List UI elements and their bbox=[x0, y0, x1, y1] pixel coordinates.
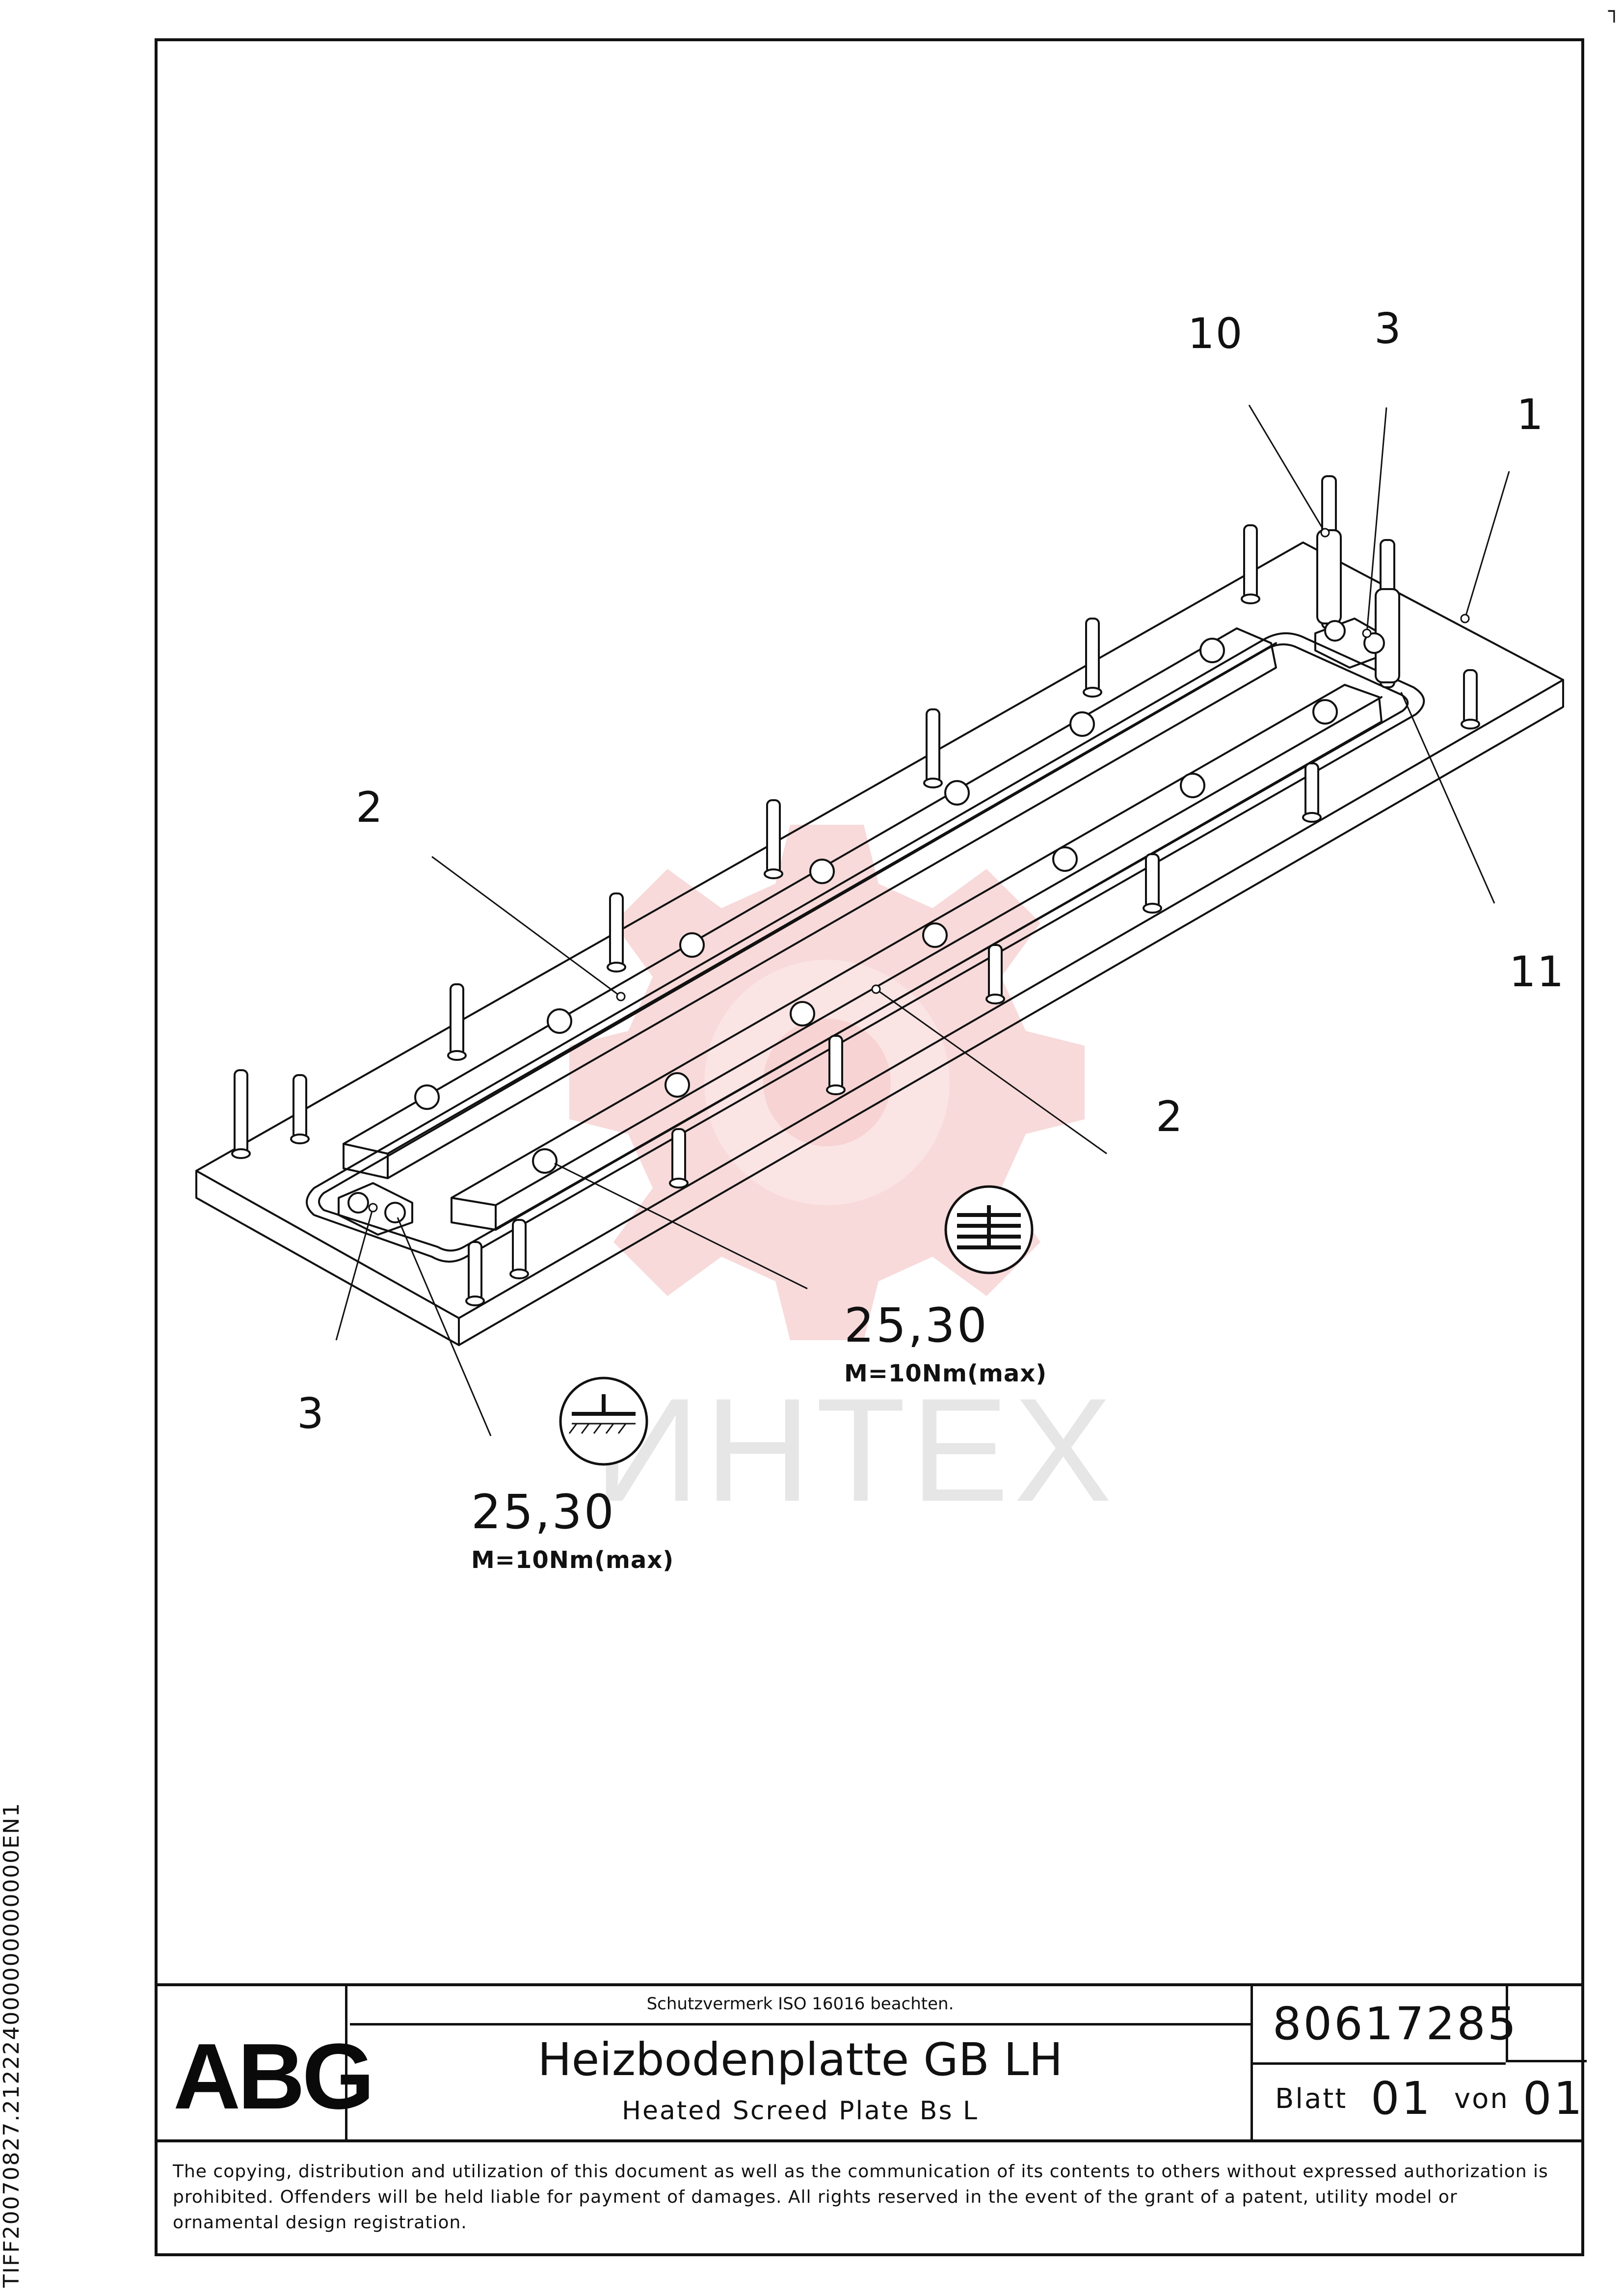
nut bbox=[809, 859, 835, 884]
nut bbox=[532, 1148, 558, 1174]
callout-1: 1 bbox=[1517, 390, 1544, 439]
heating-element bbox=[306, 632, 1425, 1263]
stud bbox=[1241, 524, 1260, 604]
callout-3-bottom: 3 bbox=[297, 1389, 325, 1438]
stud bbox=[923, 708, 943, 788]
nut bbox=[1324, 620, 1346, 642]
torque-symbol-lower bbox=[559, 1377, 648, 1466]
protection-notice: Schutzvermerk ISO 16016 beachten. bbox=[350, 1985, 1251, 2026]
rail-upper bbox=[343, 627, 1277, 1179]
nut bbox=[1180, 773, 1205, 798]
title-block-bottom-rule bbox=[155, 2139, 1584, 2142]
torque-parts-lower: 25,30 bbox=[471, 1485, 616, 1540]
nut bbox=[1052, 846, 1078, 872]
nut bbox=[547, 1008, 572, 1034]
terminal bbox=[1375, 539, 1400, 688]
callout-10: 10 bbox=[1188, 309, 1244, 358]
stud bbox=[985, 944, 1005, 1004]
drawing-title-de: Heizbodenplatte GB LH bbox=[537, 2033, 1063, 2086]
terminal bbox=[1316, 475, 1342, 629]
stud bbox=[826, 1035, 846, 1095]
part-number: 80617285 bbox=[1273, 1998, 1518, 2050]
corner-mark: ┐ bbox=[1608, 0, 1620, 23]
torque-value-upper: M=10Nm(max) bbox=[844, 1360, 1047, 1387]
watermark-text: ИНТЕХ bbox=[594, 1367, 1117, 1532]
rail-lower bbox=[451, 684, 1383, 1231]
sheet-label: Blatt bbox=[1275, 2083, 1348, 2115]
nut bbox=[1312, 699, 1338, 725]
company-logo: ABG bbox=[173, 2025, 374, 2129]
callout-2-right: 2 bbox=[1156, 1092, 1184, 1141]
nut bbox=[922, 922, 948, 948]
nut bbox=[1199, 638, 1225, 663]
stud bbox=[290, 1074, 310, 1144]
stud bbox=[607, 892, 626, 972]
callout-3-top: 3 bbox=[1374, 304, 1402, 353]
copyright-notice: The copying, distribution and utilizatio… bbox=[173, 2161, 1548, 2233]
callout-2-left: 2 bbox=[356, 783, 384, 832]
stud bbox=[1461, 669, 1480, 729]
stud bbox=[465, 1241, 485, 1306]
callout-11: 11 bbox=[1509, 947, 1565, 997]
nut bbox=[679, 932, 705, 958]
nut bbox=[384, 1202, 406, 1223]
sheet-value: 01 bbox=[1371, 2072, 1433, 2125]
torque-parts-upper: 25,30 bbox=[844, 1298, 989, 1353]
of-label: von bbox=[1454, 2083, 1509, 2115]
stud bbox=[1302, 762, 1322, 823]
nut bbox=[347, 1192, 369, 1214]
base-plate bbox=[195, 541, 1564, 1319]
nut bbox=[665, 1072, 690, 1098]
stud bbox=[1143, 853, 1162, 914]
revision-box bbox=[1506, 1985, 1587, 2062]
title-block-top-rule bbox=[155, 1983, 1584, 1986]
stud bbox=[509, 1219, 529, 1279]
nut bbox=[944, 780, 970, 806]
stud bbox=[1083, 618, 1102, 698]
drawing-frame bbox=[155, 38, 1584, 2256]
nut bbox=[414, 1084, 440, 1110]
of-value: 01 bbox=[1523, 2072, 1585, 2125]
nut bbox=[790, 1001, 815, 1026]
title-block: ABG Schutzvermerk ISO 16016 beachten. He… bbox=[155, 1985, 1587, 2141]
nut bbox=[1363, 632, 1385, 654]
stud bbox=[231, 1069, 251, 1159]
stud bbox=[669, 1128, 689, 1189]
number-cell: 80617285 Blatt 01 von 01 bbox=[1251, 1985, 1587, 2141]
logo-cell: ABG bbox=[155, 1985, 374, 2141]
nut bbox=[1069, 711, 1095, 737]
stud bbox=[764, 799, 783, 879]
drawing-title-en: Heated Screed Plate Bs L bbox=[621, 2096, 979, 2126]
torque-value-lower: M=10Nm(max) bbox=[471, 1546, 674, 1574]
stud bbox=[447, 983, 467, 1061]
